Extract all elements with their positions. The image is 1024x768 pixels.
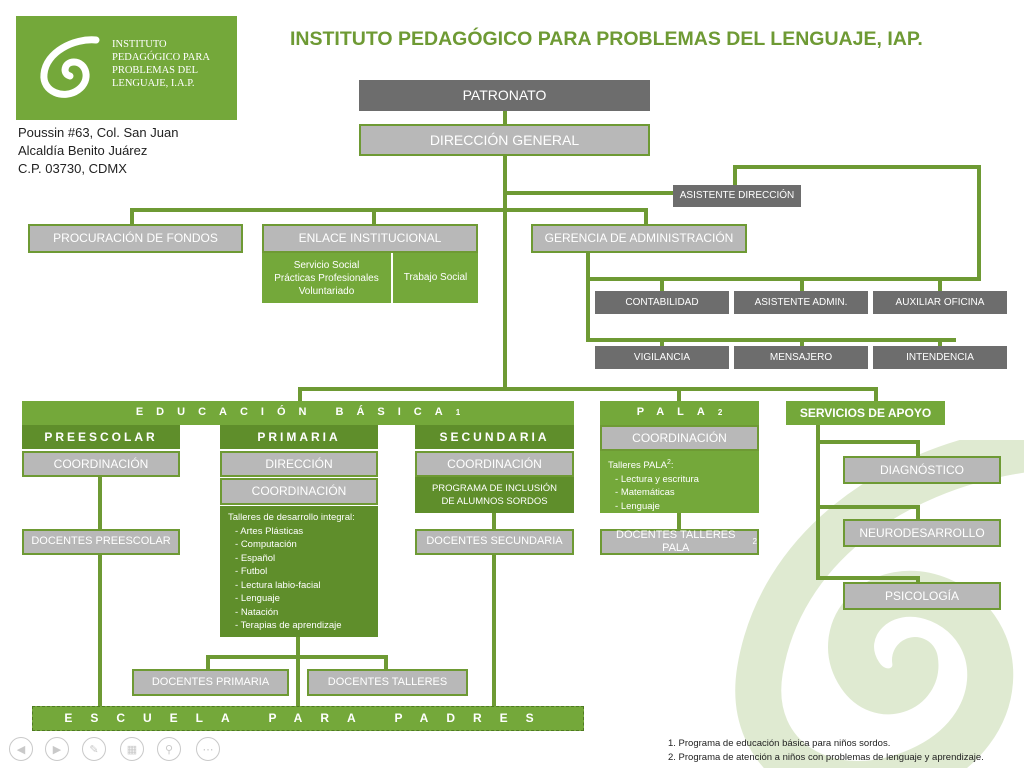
docentes-pala-box: DOCENTES TALLERES PALA 2: [600, 529, 759, 555]
logo: INSTITUTO PEDAGÓGICO PARA PROBLEMAS DEL …: [16, 16, 237, 120]
diagnostico-box: DIAGNÓSTICO: [843, 456, 1001, 484]
programa-inclusion-box: PROGRAMA DE INCLUSIÓN DE ALUMNOS SORDOS: [415, 477, 574, 513]
patronato-box: PATRONATO: [359, 80, 650, 111]
list-item: - Natación: [235, 606, 279, 618]
direccion-general-box: DIRECCIÓN GENERAL: [359, 124, 650, 156]
primaria-direccion-box: DIRECCIÓN: [220, 451, 378, 477]
list-item: - Español: [235, 552, 276, 564]
pala-talleres: Talleres PALA2: - Lectura y escritura - …: [600, 451, 759, 513]
list-item: - Futbol: [235, 566, 268, 577]
auxiliar-oficina-box: AUXILIAR OFICINA: [873, 291, 1007, 314]
enlace-institucional-box: ENLACE INSTITUCIONAL: [262, 224, 478, 253]
list-item: - Lenguaje: [615, 500, 660, 512]
secundaria-title: SECUNDARIA: [415, 425, 574, 449]
escuela-para-padres-box: ESCUELA PARA PADRES: [32, 706, 584, 731]
primaria-coordinacion-box: COORDINACIÓN: [220, 478, 378, 505]
list-item: - Terapias de aprendizaje: [235, 620, 342, 631]
docentes-primaria-box: DOCENTES PRIMARIA: [132, 669, 289, 696]
docentes-secundaria-box: DOCENTES SECUNDARIA: [415, 529, 574, 555]
primaria-talleres-list: - Artes Plásticas - Computación - Españo…: [228, 525, 378, 633]
contabilidad-box: CONTABILIDAD: [595, 291, 729, 314]
primaria-title: PRIMARIA: [220, 425, 378, 449]
list-item: - Matemáticas: [615, 487, 675, 499]
logo-text: INSTITUTO PEDAGÓGICO PARA PROBLEMAS DEL …: [112, 39, 210, 89]
spiral-watermark: [735, 440, 1024, 768]
secundaria-coordinacion-box: COORDINACIÓN: [415, 451, 574, 477]
pen-icon[interactable]: ✎: [82, 737, 106, 761]
trabajo-social-box: Trabajo Social: [393, 253, 478, 303]
preescolar-title: PREESCOLAR: [22, 425, 180, 449]
slides-icon[interactable]: ▦: [120, 737, 144, 761]
servicios-apoyo-box: SERVICIOS DE APOYO: [786, 401, 945, 425]
address-line: Poussin #63, Col. San Juan: [18, 125, 179, 140]
asistente-admin-box: ASISTENTE ADMIN.: [734, 291, 868, 314]
gerencia-box: GERENCIA DE ADMINISTRACIÓN: [531, 224, 747, 253]
list-item: - Lectura labio-facial: [235, 579, 321, 591]
primaria-talleres: Talleres de desarrollo integral: - Artes…: [220, 506, 378, 637]
logo-spiral-icon: [40, 36, 100, 98]
procuracion-box: PROCURACIÓN DE FONDOS: [28, 224, 243, 253]
next-icon[interactable]: ▶: [45, 737, 69, 761]
list-item: - Computación: [235, 539, 297, 550]
list-item: - Artes Plásticas: [235, 525, 304, 537]
asistente-direccion-box: ASISTENTE DIRECCIÓN: [673, 185, 801, 207]
vigilancia-box: VIGILANCIA: [595, 346, 729, 369]
psicologia-box: PSICOLOGÍA: [843, 582, 1001, 610]
footnote: 1. Programa de educación básica para niñ…: [668, 738, 891, 749]
pala-coordinacion-box: COORDINACIÓN: [600, 425, 759, 451]
enlace-programas: Servicio Social Prácticas Profesionales …: [262, 253, 391, 303]
docentes-talleres-box: DOCENTES TALLERES: [307, 669, 468, 696]
zoom-icon[interactable]: ⚲: [157, 737, 181, 761]
preescolar-coordinacion-box: COORDINACIÓN: [22, 451, 180, 477]
more-icon[interactable]: ⋯: [196, 737, 220, 761]
footnote: 2. Programa de atención a niños con prob…: [668, 752, 984, 763]
mensajero-box: MENSAJERO: [734, 346, 868, 369]
neurodesarrollo-box: NEURODESARROLLO: [843, 519, 1001, 547]
page-title: INSTITUTO PEDAGÓGICO PARA PROBLEMAS DEL …: [290, 28, 923, 50]
address: Poussin #63, Col. San Juan Alcaldía Beni…: [18, 124, 178, 178]
address-line: C.P. 03730, CDMX: [18, 161, 127, 176]
intendencia-box: INTENDENCIA: [873, 346, 1007, 369]
list-item: - Lectura y escritura: [615, 473, 699, 485]
list-item: - Lenguaje: [235, 593, 280, 604]
address-line: Alcaldía Benito Juárez: [18, 143, 148, 158]
pala-talleres-list: - Lectura y escritura - Matemáticas - Le…: [608, 473, 759, 514]
prev-icon[interactable]: ◀: [9, 737, 33, 761]
docentes-preescolar-box: DOCENTES PREESCOLAR: [22, 529, 180, 555]
footnotes: 1. Programa de educación básica para niñ…: [668, 737, 984, 765]
